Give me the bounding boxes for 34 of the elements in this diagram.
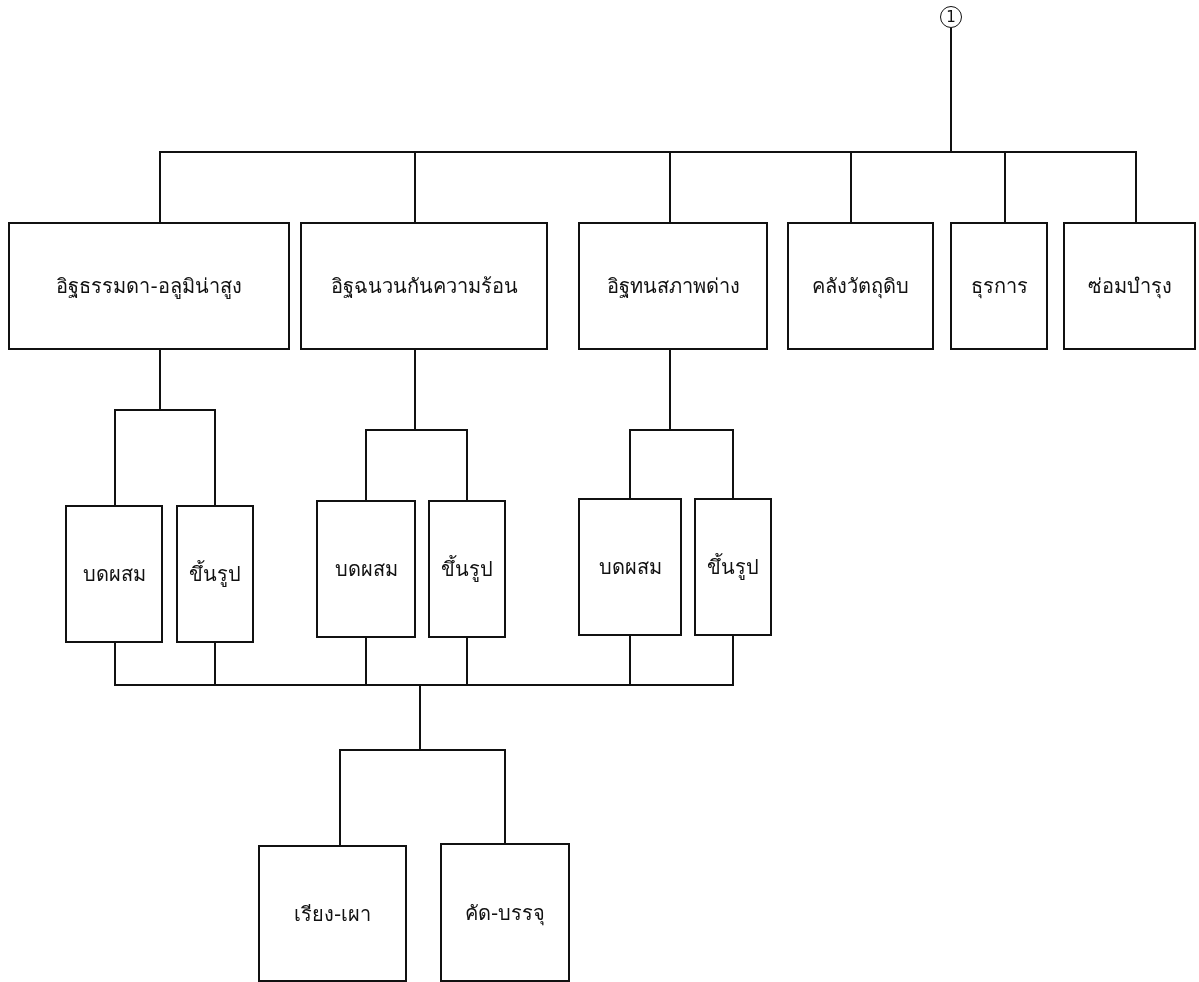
department-box <box>1063 222 1196 350</box>
department-name: บดผสม <box>334 556 398 583</box>
department-name: ขึ้นรูป <box>189 559 241 589</box>
department-name: คัด-บรรจุ <box>464 899 546 928</box>
connector-number: 1 <box>946 8 956 26</box>
department-box <box>440 843 570 982</box>
department-box <box>258 845 407 982</box>
department-name: บดผสม <box>598 554 662 581</box>
department-name: ธุรการ <box>970 273 1028 301</box>
page-connector-circle <box>940 6 962 28</box>
department-box <box>8 222 290 350</box>
department-box <box>578 498 682 636</box>
department-name: อิฐฉนวนกันความร้อน <box>330 273 518 300</box>
department-box <box>428 500 506 638</box>
department-box <box>300 222 548 350</box>
department-name: อิฐธรรมดา-อลูมิน่าสูง <box>56 273 242 301</box>
department-box <box>316 500 416 638</box>
connector-line <box>159 349 216 506</box>
department-box <box>65 505 163 643</box>
department-name: ซ่อมบำรุง <box>1087 273 1172 301</box>
department-box <box>787 222 934 350</box>
department-name: ขึ้นรูป <box>707 552 759 582</box>
department-box <box>694 498 772 636</box>
department-name: ขึ้นรูป <box>441 554 493 584</box>
connector-line <box>950 27 1137 223</box>
department-name: บดผสม <box>82 561 146 588</box>
department-name: คลังวัตถุดิบ <box>812 273 909 301</box>
department-box <box>950 222 1048 350</box>
department-box <box>578 222 768 350</box>
connector-line <box>669 349 734 499</box>
connector-line <box>414 349 468 501</box>
department-name: อิฐทนสภาพด่าง <box>606 273 740 300</box>
department-box <box>176 505 254 643</box>
department-name: เรียง-เผา <box>293 900 372 928</box>
